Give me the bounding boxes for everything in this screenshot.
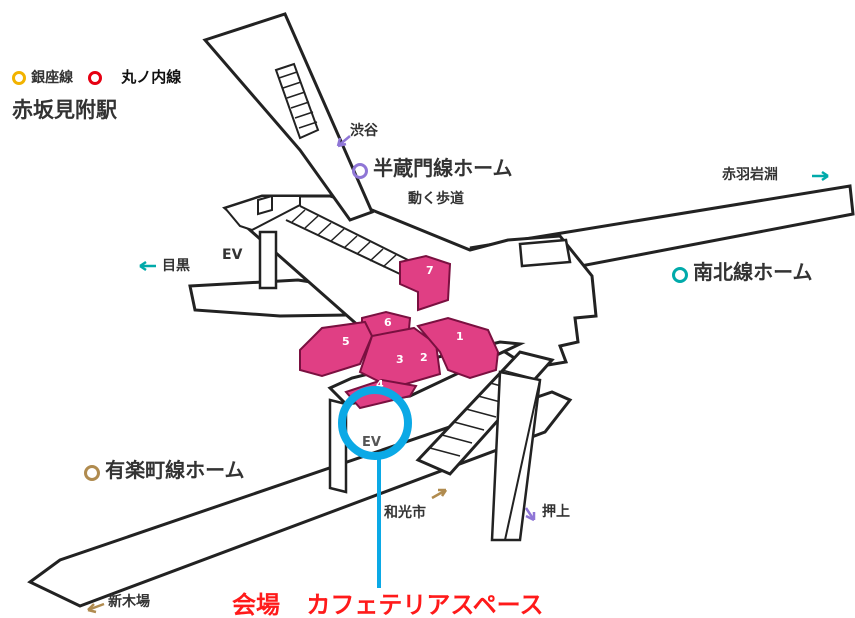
namboku-platform-text: 南北線ホーム	[693, 260, 813, 284]
block-number-1: 1	[456, 330, 464, 343]
direction-arrows	[87, 135, 829, 614]
venue-label: 会場	[232, 591, 280, 618]
venue-caption: 会場 カフェテリアスペース	[232, 593, 543, 617]
hanzomon-line-icon	[352, 162, 368, 179]
elevator-label-bottom: EV	[362, 435, 381, 450]
station-name: 赤坂見附駅	[12, 98, 117, 122]
direction-wakoshi: 和光市	[384, 505, 426, 521]
ginza-line-label: 銀座線	[31, 70, 74, 86]
marunouchi-line-icon	[88, 70, 103, 85]
block-number-3: 3	[396, 353, 404, 366]
direction-meguro: 目黒	[162, 258, 190, 274]
elevator-box-top	[257, 194, 273, 216]
block-5	[299, 320, 374, 378]
venue-name: カフェテリアスペース	[306, 591, 544, 618]
block-number-5: 5	[342, 335, 350, 348]
venue-highlight-ring	[338, 386, 412, 460]
hanzomon-platform-label: 半蔵門線ホーム	[352, 158, 513, 179]
line-legend: 銀座線 丸ノ内線	[12, 69, 181, 85]
yurakucho-platform-label: 有楽町線ホーム	[84, 460, 245, 481]
hanzomon-platform-text: 半蔵門線ホーム	[373, 156, 513, 180]
block-3-2	[358, 326, 442, 390]
moving-walkway-stairs	[285, 205, 413, 275]
block-number-6: 6	[384, 316, 392, 329]
block-numbers: 1 2 3 4 5 6 7	[342, 264, 464, 391]
direction-akabaneiwabuchi: 赤羽岩淵	[722, 167, 778, 183]
north-escalator-rungs	[278, 71, 318, 129]
block-number-2: 2	[420, 351, 428, 364]
venue-blocks	[299, 254, 500, 410]
direction-oshiage: 押上	[542, 504, 570, 520]
moving-walkway-label: 動く歩道	[408, 191, 464, 207]
pillar-right	[490, 370, 542, 542]
ginza-line-icon	[12, 70, 26, 85]
block-number-7: 7	[426, 264, 434, 277]
namboku-platform-label: 南北線ホーム	[672, 262, 813, 283]
marunouchi-line-label: 丸ノ内線	[121, 68, 182, 86]
pillar-right-edge	[504, 379, 541, 541]
direction-shinkiba: 新木場	[108, 594, 150, 610]
pillar-left	[258, 230, 278, 290]
yurakucho-line-icon	[84, 464, 100, 481]
namboku-entrance	[518, 238, 572, 268]
north-escalator-steps	[274, 62, 320, 140]
north-escalator	[202, 12, 375, 222]
namboku-line-icon	[672, 266, 688, 283]
walkway-rungs	[291, 209, 397, 268]
block-number-4: 4	[376, 378, 384, 391]
block-1	[416, 316, 500, 380]
direction-shibuya: 渋谷	[350, 123, 378, 139]
yurakucho-platform-text: 有楽町線ホーム	[105, 458, 245, 482]
elevator-label-top: EV	[222, 247, 243, 263]
block-7	[399, 254, 452, 312]
